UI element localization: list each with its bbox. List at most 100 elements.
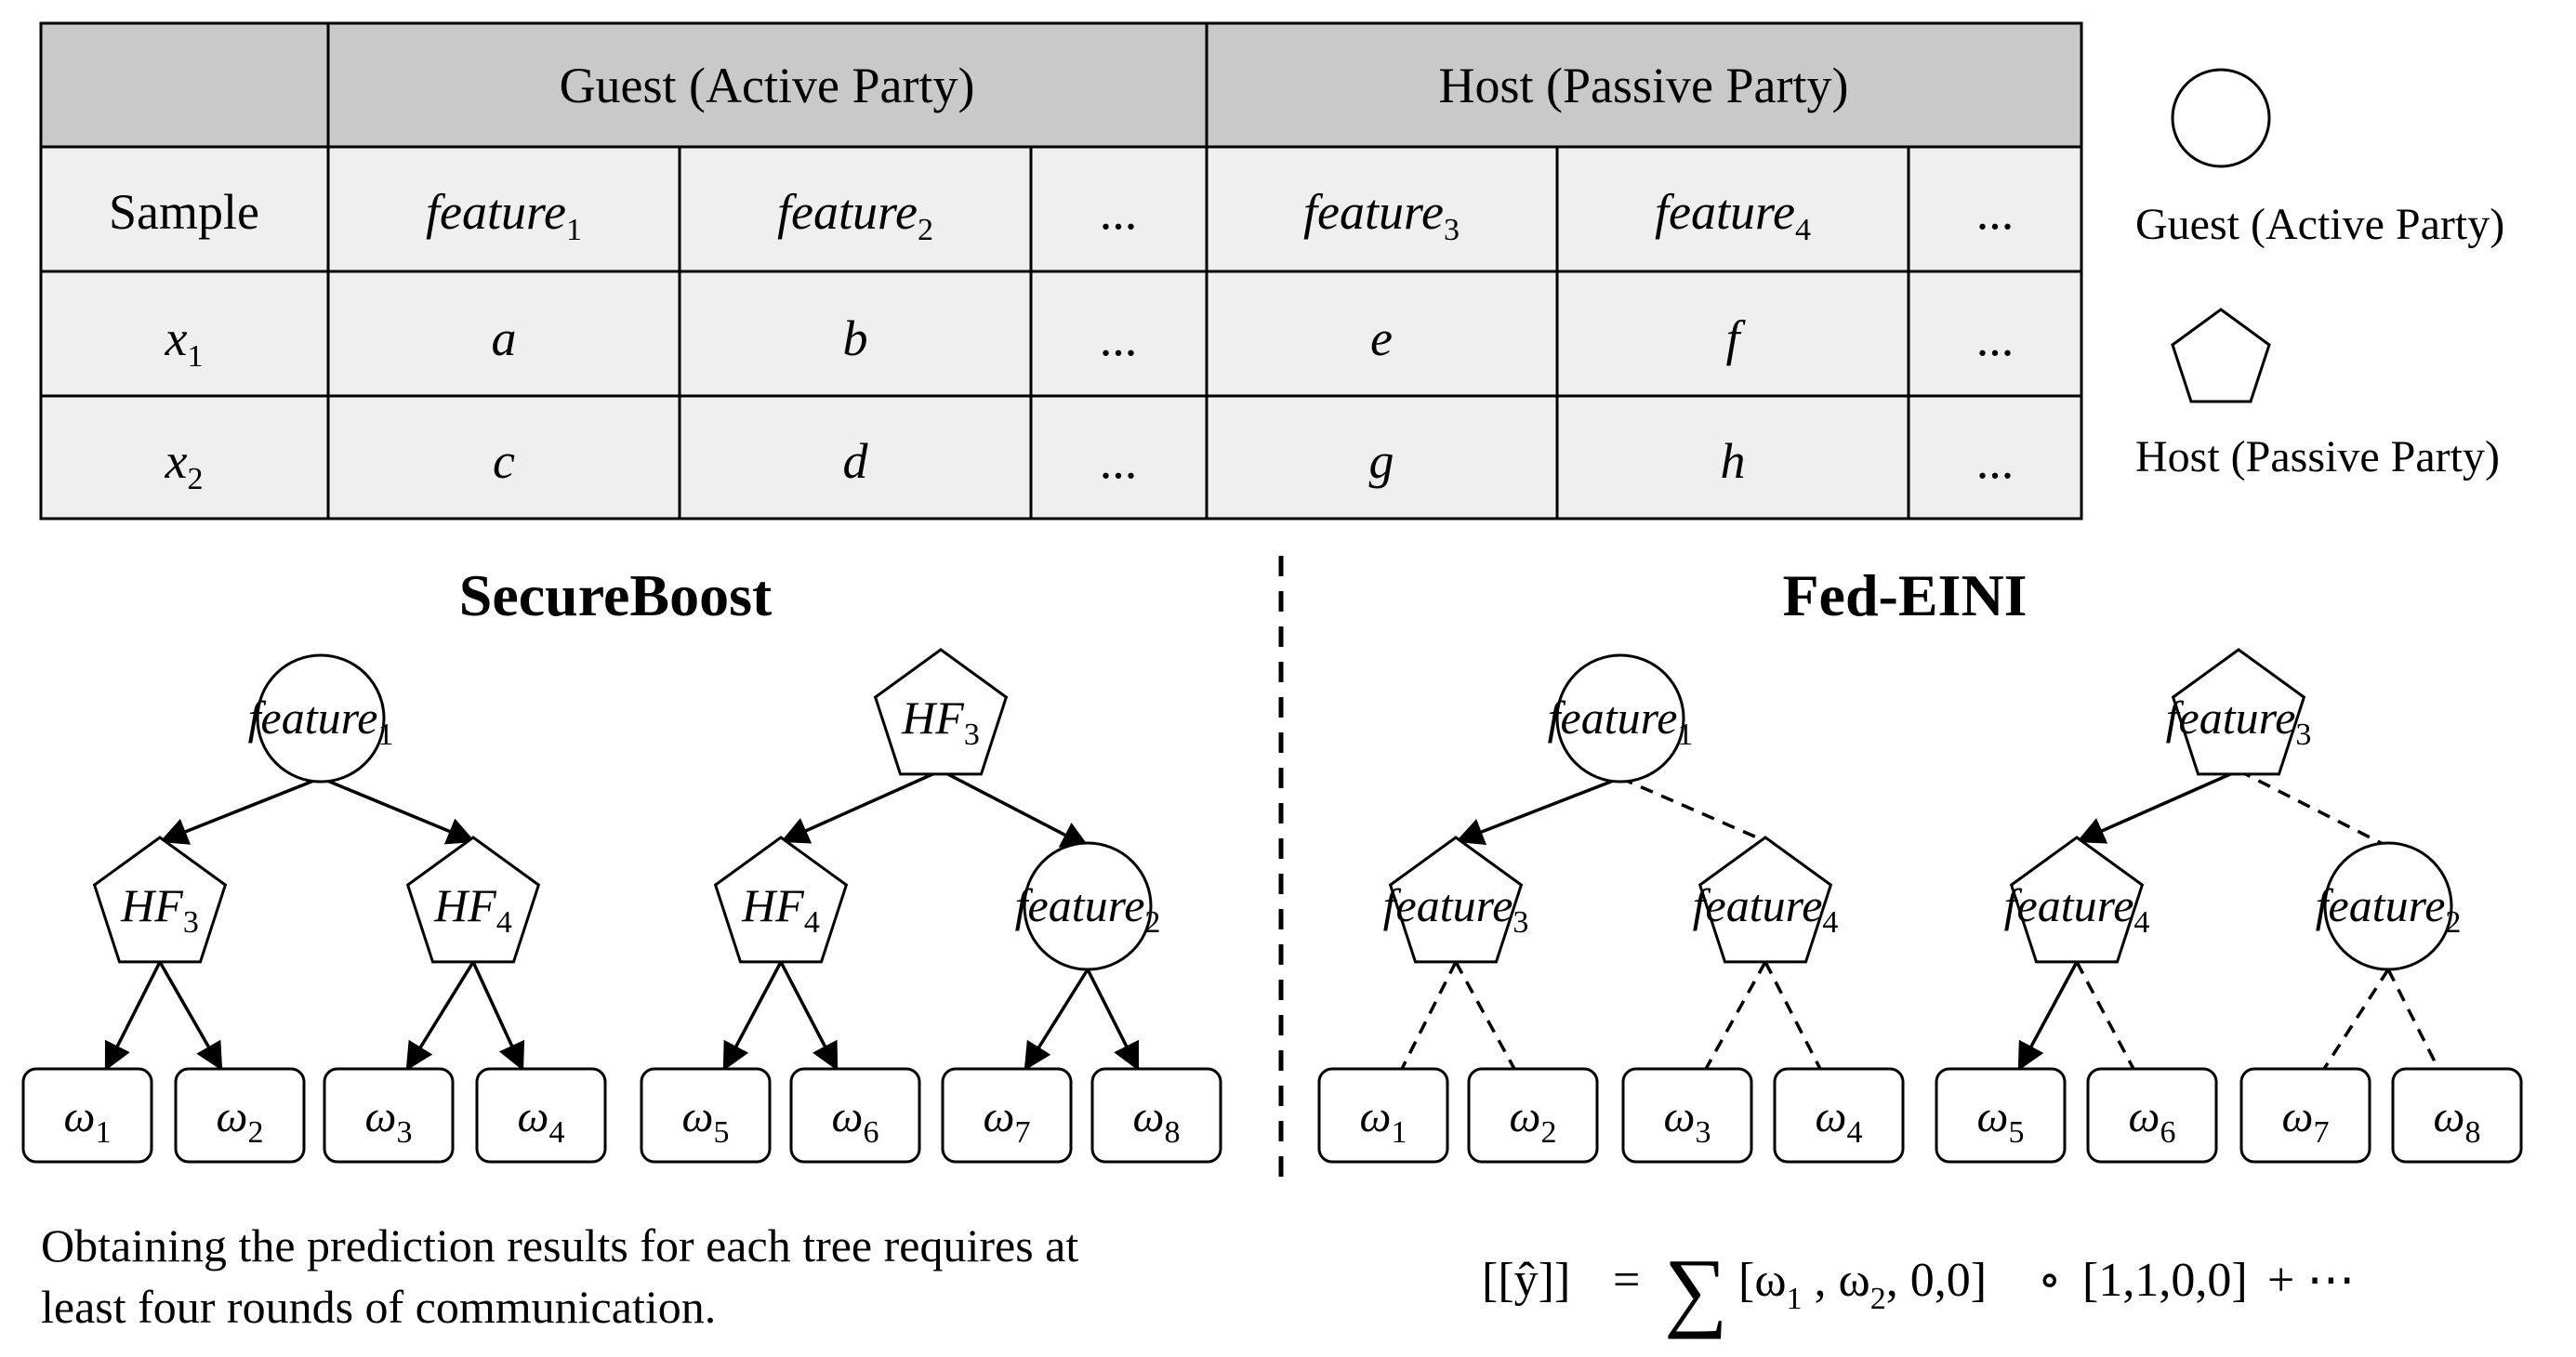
arrow-edge bbox=[158, 961, 223, 1072]
table-col-header: ... bbox=[1976, 184, 2015, 240]
leaf-weight-label: ω4 bbox=[1816, 1092, 1863, 1150]
leaf-weight-label: ω7 bbox=[984, 1092, 1031, 1150]
leaf-weight-box bbox=[174, 1067, 306, 1164]
table-col-header: feature2 bbox=[777, 184, 933, 247]
host-node-pentagon bbox=[2171, 648, 2306, 776]
host-node-pentagon bbox=[1388, 836, 1524, 964]
leaf-weight-label: ω5 bbox=[1977, 1092, 2025, 1150]
arrow-edge bbox=[780, 769, 942, 844]
node-label: HF3 bbox=[901, 692, 980, 752]
arrow-edge bbox=[722, 961, 783, 1072]
table-col-header: ... bbox=[1100, 184, 1138, 240]
guest-node-circle bbox=[1555, 653, 1685, 784]
leaf-weight-box bbox=[323, 1067, 455, 1164]
table-header-bg bbox=[41, 23, 2081, 147]
host-node-pentagon bbox=[92, 836, 228, 964]
formula: [[ŷ]] = ∑ [ω1 , ω2, 0,0] ∘ [1,1,0,0] + ⋯ bbox=[1482, 1240, 2355, 1339]
table-cell: d bbox=[843, 433, 869, 489]
leaf-weight-box bbox=[1467, 1067, 1599, 1164]
leaf-weight-box bbox=[475, 1067, 607, 1164]
table-cell: c bbox=[493, 433, 515, 489]
legend-circle-icon bbox=[2171, 68, 2271, 168]
formula-tail: + ⋯ bbox=[2267, 1254, 2355, 1307]
title-secureboost: SecureBoost bbox=[459, 562, 773, 628]
arrow-edge bbox=[320, 776, 476, 845]
arrow-edge bbox=[940, 769, 1090, 849]
leaf-weight-box bbox=[1317, 1067, 1449, 1164]
node-label: HF4 bbox=[741, 879, 820, 940]
table-cell: ... bbox=[1100, 310, 1138, 366]
leaf-weight-label: ω6 bbox=[2129, 1092, 2176, 1150]
arrow-edge bbox=[2076, 769, 2239, 844]
formula-sum: ∑ bbox=[1664, 1240, 1727, 1339]
dashed-edge bbox=[2322, 968, 2390, 1070]
arrow-edge bbox=[2017, 961, 2079, 1072]
table-cell: ... bbox=[1100, 433, 1138, 489]
table-cell: a bbox=[492, 310, 517, 366]
node-label: feature3 bbox=[1383, 879, 1529, 940]
leaf-weight-label: ω4 bbox=[518, 1092, 565, 1150]
table-cell: ... bbox=[1976, 433, 2015, 489]
leaf-weight-box bbox=[789, 1067, 921, 1164]
table-header-guest: Guest (Active Party) bbox=[560, 58, 975, 113]
title-fed-eini: Fed-EINI bbox=[1782, 562, 2027, 628]
leaf-weight-box bbox=[1621, 1067, 1753, 1164]
leaf-weight-box bbox=[2239, 1067, 2371, 1164]
formula-op: ∘ bbox=[2038, 1254, 2062, 1307]
leaf-weight-box bbox=[2086, 1067, 2218, 1164]
table-cell: ... bbox=[1976, 310, 2015, 366]
node-label: feature2 bbox=[2316, 879, 2462, 940]
arrow-edge bbox=[1455, 776, 1621, 846]
leaf-weight-label: ω1 bbox=[64, 1092, 112, 1150]
leaf-weight-label: ω3 bbox=[1664, 1092, 1711, 1150]
dashed-edge bbox=[1619, 776, 1766, 843]
leaf-weight-label: ω2 bbox=[217, 1092, 264, 1150]
table-cell: b bbox=[843, 310, 868, 366]
leaf-weight-label: ω5 bbox=[682, 1092, 730, 1150]
host-node-pentagon bbox=[2009, 836, 2145, 964]
formula-lhs: [[ŷ]] bbox=[1482, 1254, 1570, 1307]
table-row-label: x1 bbox=[165, 310, 204, 374]
dashed-edge bbox=[1704, 961, 1767, 1070]
arrow-edge bbox=[471, 961, 525, 1072]
dashed-edge bbox=[2075, 961, 2135, 1070]
node-label: HF3 bbox=[120, 879, 199, 940]
legend-pentagon-icon bbox=[2171, 308, 2271, 403]
formula-vec2: [1,1,0,0] bbox=[2082, 1254, 2248, 1307]
leaf-weight-box bbox=[1935, 1067, 2067, 1164]
leaf-weight-label: ω2 bbox=[1510, 1092, 1557, 1150]
leaf-weight-box bbox=[2391, 1067, 2523, 1164]
table-col-header: feature4 bbox=[1655, 184, 1811, 247]
dashed-edge bbox=[2238, 769, 2389, 849]
arrow-edge bbox=[1086, 968, 1140, 1072]
leaf-weight-box bbox=[21, 1067, 153, 1164]
leaf-weight-box bbox=[1773, 1067, 1905, 1164]
host-node-pentagon bbox=[1698, 836, 1833, 964]
leaf-weight-label: ω7 bbox=[2282, 1092, 2330, 1150]
guest-node-circle bbox=[2323, 841, 2453, 971]
arrow-edge bbox=[779, 961, 839, 1072]
node-label: feature1 bbox=[248, 692, 394, 752]
leaf-weight-box bbox=[941, 1067, 1073, 1164]
formula-eq: = bbox=[1613, 1254, 1640, 1307]
leaf-weight-label: ω8 bbox=[1133, 1092, 1181, 1150]
leaf-weight-label: ω3 bbox=[365, 1092, 413, 1150]
table-cell: h bbox=[1721, 433, 1746, 489]
table-header-host: Host (Passive Party) bbox=[1439, 58, 1849, 113]
table-row-label: x2 bbox=[165, 433, 204, 496]
arrow-edge bbox=[104, 961, 162, 1072]
host-node-pentagon bbox=[405, 836, 541, 964]
host-node-pentagon bbox=[873, 648, 1009, 776]
legend: Guest (Active Party) Host (Passive Party… bbox=[2135, 68, 2504, 481]
leaf-weight-box bbox=[1090, 1067, 1222, 1164]
node-label: feature2 bbox=[1015, 879, 1161, 940]
caption-line-2: least four rounds of communication. bbox=[41, 1281, 716, 1333]
legend-host-label: Host (Passive Party) bbox=[2135, 432, 2500, 481]
table-col-header: feature1 bbox=[426, 184, 582, 247]
leaf-weight-label: ω8 bbox=[2434, 1092, 2481, 1150]
leaf-weight-label: ω1 bbox=[1360, 1092, 1407, 1150]
feature-table: Guest (Active Party) Host (Passive Party… bbox=[39, 21, 2083, 520]
